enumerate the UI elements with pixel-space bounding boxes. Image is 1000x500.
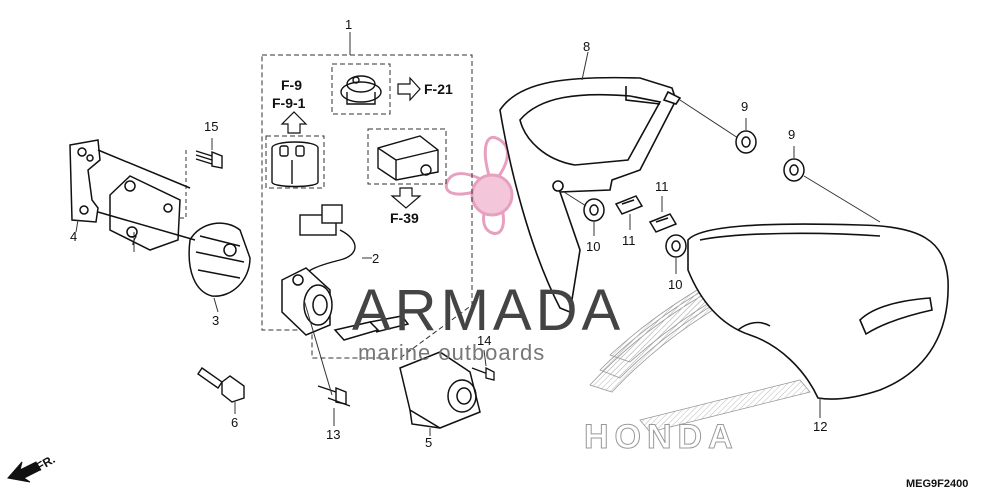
assembly-box-1 <box>261 54 473 359</box>
grommet-9b <box>783 158 805 182</box>
callout-11a: 11 <box>622 233 636 248</box>
leader-4 <box>75 219 79 233</box>
callout-10b: 10 <box>668 277 683 292</box>
callout-11b: 11 <box>655 179 669 194</box>
callout-7: 7 <box>130 233 138 248</box>
ref-f39[interactable]: F-39 <box>390 210 419 226</box>
arrow-f21 <box>397 76 421 102</box>
grommet-f21 <box>340 75 382 105</box>
leader-8-grommet <box>679 99 739 139</box>
callout-9b: 9 <box>788 127 796 142</box>
screw-14 <box>471 366 495 381</box>
callout-15: 15 <box>204 119 219 134</box>
cover-f39 <box>377 135 439 181</box>
pad-11b <box>648 213 678 233</box>
side-cover-12 <box>687 223 949 400</box>
callout-2: 2 <box>372 251 380 266</box>
leader-9b-cover <box>803 175 881 223</box>
harness-2 <box>299 204 356 281</box>
bolt-15 <box>195 150 223 169</box>
bolt-13 <box>317 385 351 407</box>
watermark-title: ARMADA <box>352 278 625 343</box>
front-arrow-icon <box>7 461 41 483</box>
grommet-9a <box>735 130 757 154</box>
callout-13: 13 <box>326 427 341 442</box>
arrow-f9 <box>280 111 308 134</box>
callout-10a: 10 <box>586 239 601 254</box>
leader-3 <box>213 297 219 313</box>
key-6 <box>197 367 245 403</box>
watermark-brand: HONDA <box>584 418 739 456</box>
callout-4: 4 <box>70 229 78 244</box>
ref-f9-1[interactable]: F-9-1 <box>272 95 306 111</box>
callout-3: 3 <box>212 313 220 328</box>
switch-housing-3 <box>188 222 251 297</box>
leader-14 <box>483 349 487 367</box>
boot-f9 <box>271 141 319 188</box>
leader-13-shaft <box>303 299 333 396</box>
armada-propeller-watermark <box>444 136 514 235</box>
diagram-code: MEG9F2400 <box>906 478 969 490</box>
callout-8: 8 <box>583 39 591 54</box>
cap-5 <box>399 351 481 429</box>
watermark-subtitle: marine outboards <box>358 340 546 365</box>
ignition-switch <box>281 267 410 341</box>
callout-12: 12 <box>813 419 828 434</box>
leader-8 <box>581 51 589 81</box>
plate-4 <box>69 139 196 241</box>
grommet-10a <box>583 198 605 222</box>
callout-14: 14 <box>477 333 492 348</box>
callout-9a: 9 <box>741 99 749 114</box>
ref-f21[interactable]: F-21 <box>424 81 453 97</box>
pad-11a <box>614 195 644 215</box>
leader-10a-link <box>563 191 587 207</box>
grommet-10b <box>665 234 687 258</box>
arrow-f39 <box>390 187 422 209</box>
side-cover-8 <box>499 76 682 314</box>
callout-6: 6 <box>231 415 239 430</box>
callout-5: 5 <box>425 435 433 450</box>
callout-1: 1 <box>345 17 353 32</box>
ref-f9[interactable]: F-9 <box>281 77 302 93</box>
bracket-7 <box>109 175 181 251</box>
